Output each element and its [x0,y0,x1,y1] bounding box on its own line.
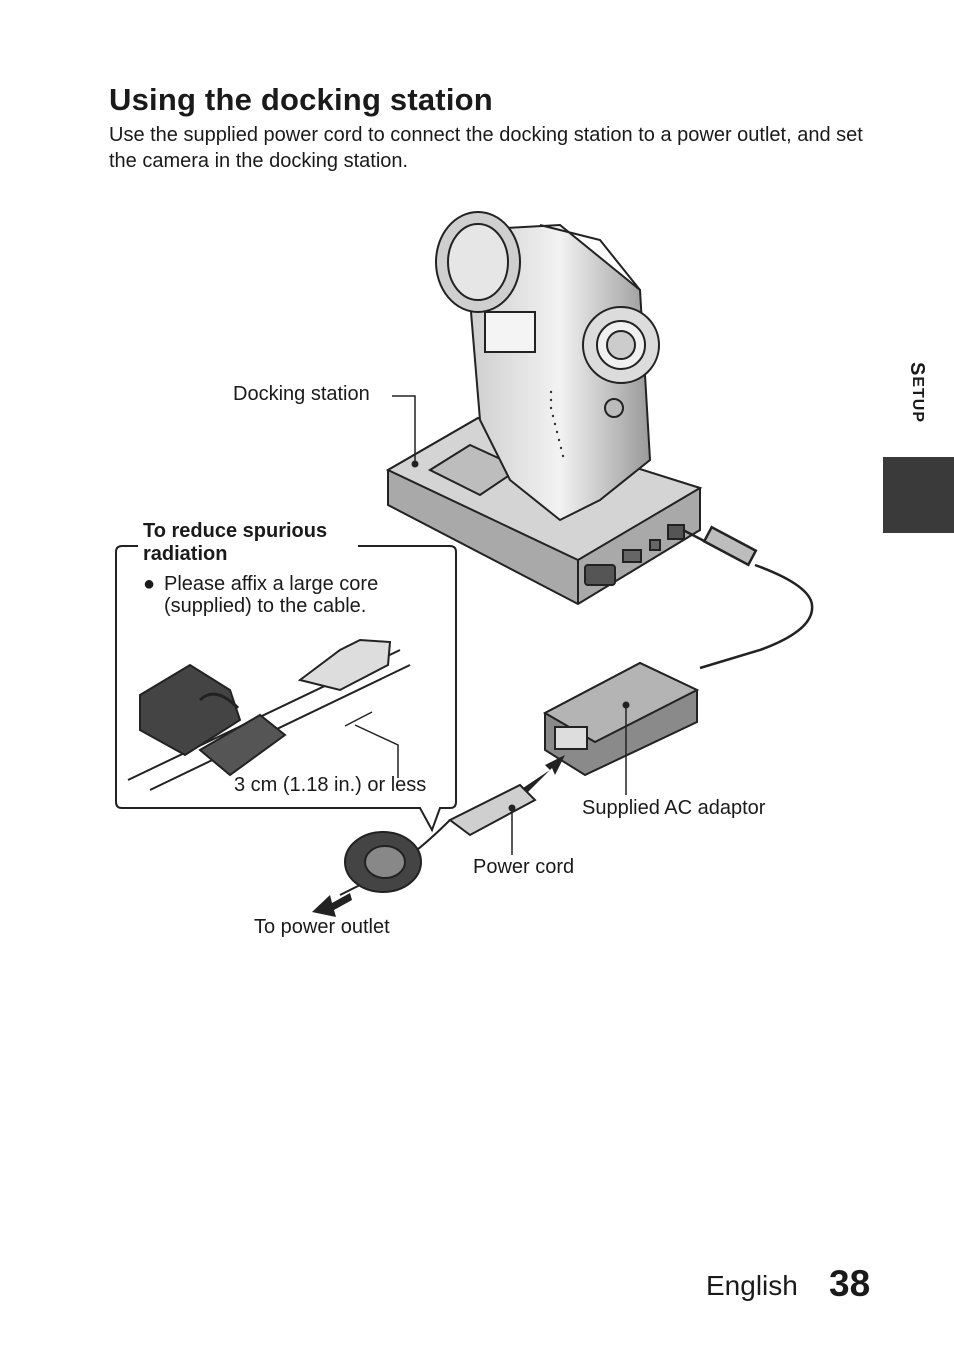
plug-in-arrow [520,755,565,796]
note-bullet: ● [143,573,156,595]
page-number: 38 [829,1263,871,1304]
side-tab-label-rest: ETUP [909,376,926,424]
dc-cable [682,525,814,670]
note-text: Please affix a large core (supplied) to … [164,573,379,617]
to-outlet-arrow [312,893,352,917]
distance-marker [344,711,399,778]
footer-language: English [706,1270,798,1301]
speaker-grille [549,390,565,458]
label-to-power-outlet: To power outlet [254,916,390,938]
leader-lines [392,395,627,855]
label-power-cord: Power cord [473,856,575,878]
side-tab-label-initial: S [906,362,928,377]
side-tab-label: SETUP [888,362,928,452]
label-supplied-ac-adaptor: Supplied AC adaptor [582,797,766,819]
intro-paragraph: Use the supplied power cord to connect t… [109,124,863,172]
note-box-outline [115,545,457,833]
leader-dots [411,460,630,812]
camera [435,211,660,522]
page-title: Using the docking station [109,82,493,117]
side-tab [883,457,954,533]
label-distance: 3 cm (1.18 in.) or less [234,774,427,796]
power-cord [339,783,537,896]
core-closeup [127,638,411,791]
ac-adaptor [542,661,700,777]
note-title: To reduce spurious radiation [143,520,358,566]
label-docking-station: Docking station [233,383,370,405]
